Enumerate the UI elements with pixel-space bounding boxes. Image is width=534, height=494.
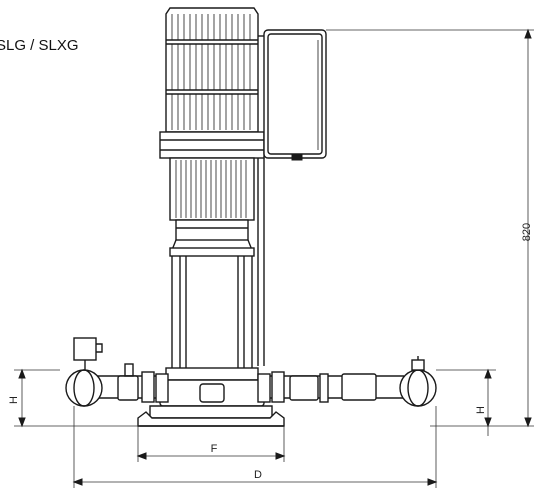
dimension-label-f: F [211, 443, 218, 455]
pump-base [137, 379, 285, 427]
control-box [258, 29, 327, 161]
motor-body-lower [169, 157, 255, 251]
manifold-left [65, 337, 169, 407]
dimension-label-h-right: H [475, 406, 487, 414]
model-title: SLG / SLXG [0, 37, 79, 54]
dimension-label-d: D [254, 469, 262, 481]
dimension-label-820: 820 [521, 223, 533, 241]
motor-top [159, 7, 265, 159]
dimension-label-h-left: H [8, 396, 20, 404]
manifold-right [257, 356, 437, 407]
support-rod [257, 158, 265, 366]
dimension-lines [14, 28, 534, 488]
pump-column [165, 247, 259, 381]
